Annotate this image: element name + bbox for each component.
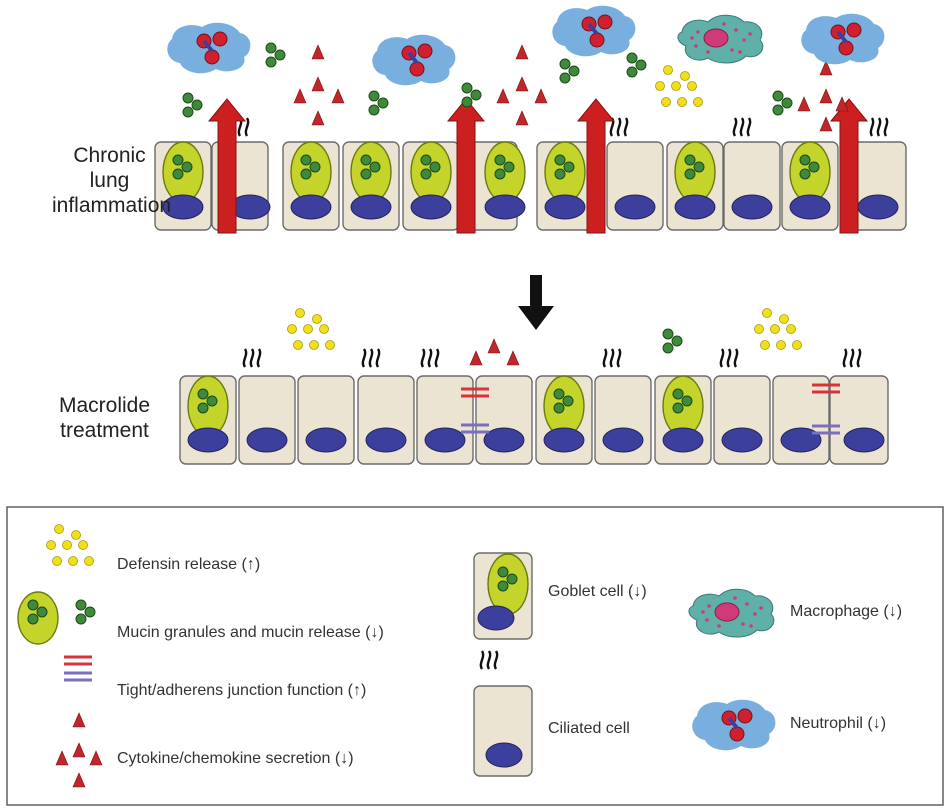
ciliated-cell-icon bbox=[473, 649, 533, 777]
chronic-epithelium-row bbox=[154, 3, 907, 234]
legend-goblet-label: Goblet cell (↓) bbox=[548, 583, 647, 600]
chronic-defensin-release bbox=[655, 65, 703, 107]
macrolide-mucin-release bbox=[662, 328, 683, 354]
macrolide-cells bbox=[179, 375, 889, 465]
legend-ciliated-label: Ciliated cell bbox=[548, 720, 630, 737]
macrolide-label-line-1: Macrolide bbox=[58, 394, 151, 417]
chronic-row-label: Chronic lung inflammation bbox=[52, 143, 171, 218]
mucin-granule-icon bbox=[17, 591, 96, 645]
junction-legend-icon bbox=[64, 655, 92, 682]
macrophage-icon bbox=[677, 14, 764, 64]
chronic-nuclei bbox=[162, 194, 899, 220]
macrolide-row-label: Macrolide treatment bbox=[42, 393, 167, 443]
legend bbox=[6, 506, 944, 806]
macrolide-cytokines bbox=[469, 338, 520, 366]
chronic-label-line-3: inflammation bbox=[52, 194, 172, 217]
legend-defensin-label: Defensin release (↑) bbox=[117, 556, 261, 573]
junction-icon bbox=[461, 383, 840, 435]
chronic-cilia bbox=[230, 116, 889, 138]
macrolide-nuclei bbox=[187, 427, 885, 453]
chronic-label-line-2: lung bbox=[89, 169, 130, 192]
goblet-cell-icon bbox=[473, 552, 533, 640]
legend-cytokine-label: Cytokine/chemokine secretion (↓) bbox=[117, 750, 354, 767]
macrolide-epithelium-row bbox=[179, 308, 889, 465]
legend-junction-label: Tight/adherens junction function (↑) bbox=[117, 682, 367, 699]
legend-mucin-label: Mucin granules and mucin release (↓) bbox=[117, 624, 384, 641]
chronic-label-line-1: Chronic bbox=[73, 144, 146, 167]
legend-macrophage-label: Macrophage (↓) bbox=[790, 603, 903, 620]
legend-neutrophil-label: Neutrophil (↓) bbox=[790, 715, 887, 732]
black-down-arrow-icon bbox=[518, 275, 554, 330]
macrolide-label-line-2: treatment bbox=[60, 419, 149, 442]
macrolide-cilia bbox=[242, 347, 862, 369]
macrophage-legend-icon bbox=[688, 588, 775, 638]
